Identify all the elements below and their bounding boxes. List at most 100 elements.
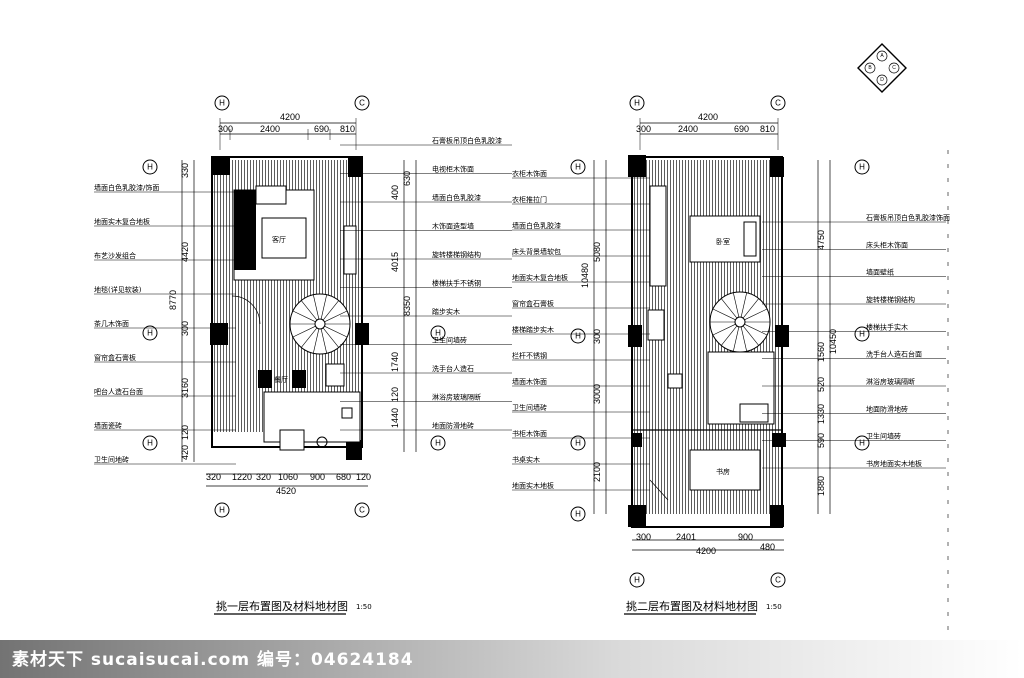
material-note: 书房地面实木地板 bbox=[866, 459, 922, 468]
stair-tread bbox=[740, 292, 747, 318]
material-note: 地面实木复合地板 bbox=[94, 217, 150, 226]
left-stair-treads bbox=[290, 294, 350, 354]
stair-tread bbox=[721, 325, 738, 346]
left-top-seg-1: 300 bbox=[218, 124, 233, 134]
material-note: 墙面白色乳胶漆/饰面 bbox=[94, 183, 159, 192]
material-note: 淋浴房玻璃隔断 bbox=[432, 393, 481, 402]
material-note: 楼梯扶手实木 bbox=[866, 322, 908, 331]
material-note: 地面实木复合地板 bbox=[512, 273, 568, 282]
left-toilet bbox=[316, 436, 328, 448]
stair-tread bbox=[712, 323, 736, 336]
left-column-6 bbox=[258, 370, 272, 388]
right-column-6 bbox=[772, 433, 786, 447]
material-note: 洗手台人造石台面 bbox=[866, 350, 922, 359]
right-pillow bbox=[743, 221, 757, 257]
stair-tread bbox=[301, 300, 318, 321]
right-axis-right-2: H bbox=[859, 330, 865, 339]
stair-tread bbox=[324, 325, 348, 338]
material-note: 石膏板吊顶白色乳胶漆 bbox=[432, 136, 502, 145]
right-bathtub bbox=[739, 403, 769, 423]
left-plan-left-notes: 墙面白色乳胶漆/饰面地面实木复合地板布艺沙发组合地毯(详见软装)茶几木饰面窗帘盒… bbox=[94, 183, 236, 465]
right-right-dim-3: 1560 bbox=[816, 342, 826, 362]
stair-tread bbox=[742, 298, 759, 319]
right-axis-bot-2: C bbox=[775, 576, 781, 585]
left-column-1 bbox=[212, 157, 230, 175]
material-note: 地面防滑地砖 bbox=[866, 404, 908, 413]
right-top-seg-4: 810 bbox=[760, 124, 775, 134]
material-note: 卫生间墙砖 bbox=[432, 336, 467, 345]
right-left-dim-2: 10480 bbox=[580, 263, 590, 288]
material-note: 墙面白色乳胶漆 bbox=[432, 193, 481, 202]
left-top-seg-4: 810 bbox=[340, 124, 355, 134]
right-stair-core bbox=[734, 316, 746, 328]
right-floor-plan: 卧室 书房 bbox=[628, 155, 789, 528]
stair-tread bbox=[712, 308, 736, 321]
left-right-dim-7: 1440 bbox=[390, 408, 400, 428]
left-column-3 bbox=[210, 323, 228, 345]
right-axis-left-3: H bbox=[575, 439, 581, 448]
material-note: 木饰面造型墙 bbox=[432, 222, 474, 231]
left-bot-seg-6: 680 bbox=[336, 472, 351, 482]
right-stair-treads bbox=[710, 292, 770, 352]
right-room-label-2: 书房 bbox=[716, 467, 730, 476]
material-note: 墙面瓷砖 bbox=[94, 421, 122, 430]
right-right-dim-2: 10450 bbox=[828, 329, 838, 354]
left-bot-seg-5: 900 bbox=[310, 472, 325, 482]
material-note: 地毯(详见软装) bbox=[94, 285, 142, 294]
left-plan-right-notes: 石膏板吊顶白色乳胶漆电视柜木饰面墙面白色乳胶漆木饰面造型墙旋转楼梯钢结构楼梯扶手… bbox=[340, 136, 512, 431]
left-top-seg-3: 690 bbox=[314, 124, 329, 134]
left-fixture-2 bbox=[341, 407, 353, 419]
compass-icon: A B C D bbox=[857, 43, 907, 93]
stair-tread bbox=[301, 327, 318, 348]
material-note: 衣柜推拉门 bbox=[512, 195, 547, 204]
stair-tread bbox=[733, 326, 740, 352]
right-axis-top-2: C bbox=[775, 99, 781, 108]
right-door-line bbox=[649, 479, 669, 501]
material-note: 踏步实木 bbox=[432, 307, 460, 316]
right-top-seg-2: 2400 bbox=[678, 124, 698, 134]
left-top-overall: 4200 bbox=[280, 112, 300, 122]
right-axis-top-1: H bbox=[634, 99, 640, 108]
left-fixture bbox=[325, 363, 345, 387]
stair-tread bbox=[313, 294, 320, 320]
left-right-dim-4: 8350 bbox=[402, 296, 412, 316]
right-right-dim-1: 4750 bbox=[816, 230, 826, 250]
right-left-dim-5: 2100 bbox=[592, 462, 602, 482]
left-basin bbox=[279, 429, 305, 451]
right-column-1 bbox=[628, 155, 646, 177]
left-room-label-2: 餐厅 bbox=[274, 375, 288, 384]
left-plan-scale: 1:50 bbox=[356, 603, 372, 611]
compass-letter-c: C bbox=[892, 65, 896, 71]
material-note: 茶几木饰面 bbox=[94, 319, 129, 328]
stair-tread bbox=[320, 328, 327, 354]
material-note: 地面实木地板 bbox=[512, 481, 554, 490]
left-room-label-1: 客厅 bbox=[272, 235, 286, 244]
left-axis-right-1: H bbox=[435, 329, 441, 338]
right-column-2 bbox=[770, 157, 784, 177]
material-note: 旋转楼梯钢结构 bbox=[432, 250, 481, 259]
watermark-text: 素材天下 sucaisucai.com 编号：04624184 bbox=[12, 650, 414, 670]
stair-tread bbox=[292, 325, 316, 338]
left-side-dim-3: 8770 bbox=[168, 290, 178, 310]
material-note: 床头背景墙软包 bbox=[512, 247, 561, 256]
right-dimensions: 4200 300 2400 690 810 300 2401 900 480 4… bbox=[580, 112, 838, 556]
stair-tread bbox=[733, 292, 740, 318]
material-note: 衣柜木饰面 bbox=[512, 169, 547, 178]
right-bot-seg-2: 2401 bbox=[676, 532, 696, 542]
left-side-dim-6: 120 bbox=[180, 425, 190, 440]
left-top-seg-2: 2400 bbox=[260, 124, 280, 134]
material-note: 卫生间墙砖 bbox=[866, 432, 901, 441]
right-column-3 bbox=[628, 325, 642, 347]
left-coffee-table bbox=[261, 217, 307, 259]
material-note: 书柜木饰面 bbox=[512, 429, 547, 438]
right-axis-left-2: H bbox=[575, 332, 581, 341]
left-column-5 bbox=[346, 440, 362, 460]
left-axis-bot-1: H bbox=[219, 506, 225, 515]
right-left-dim-3: 300 bbox=[592, 329, 602, 344]
right-top-seg-1: 300 bbox=[636, 124, 651, 134]
right-bot-overall: 4200 bbox=[696, 546, 716, 556]
left-column-2 bbox=[348, 157, 362, 177]
left-right-dim-1: 630 bbox=[402, 171, 412, 186]
material-note: 书桌实木 bbox=[512, 455, 540, 464]
left-bot-seg-7: 120 bbox=[356, 472, 371, 482]
